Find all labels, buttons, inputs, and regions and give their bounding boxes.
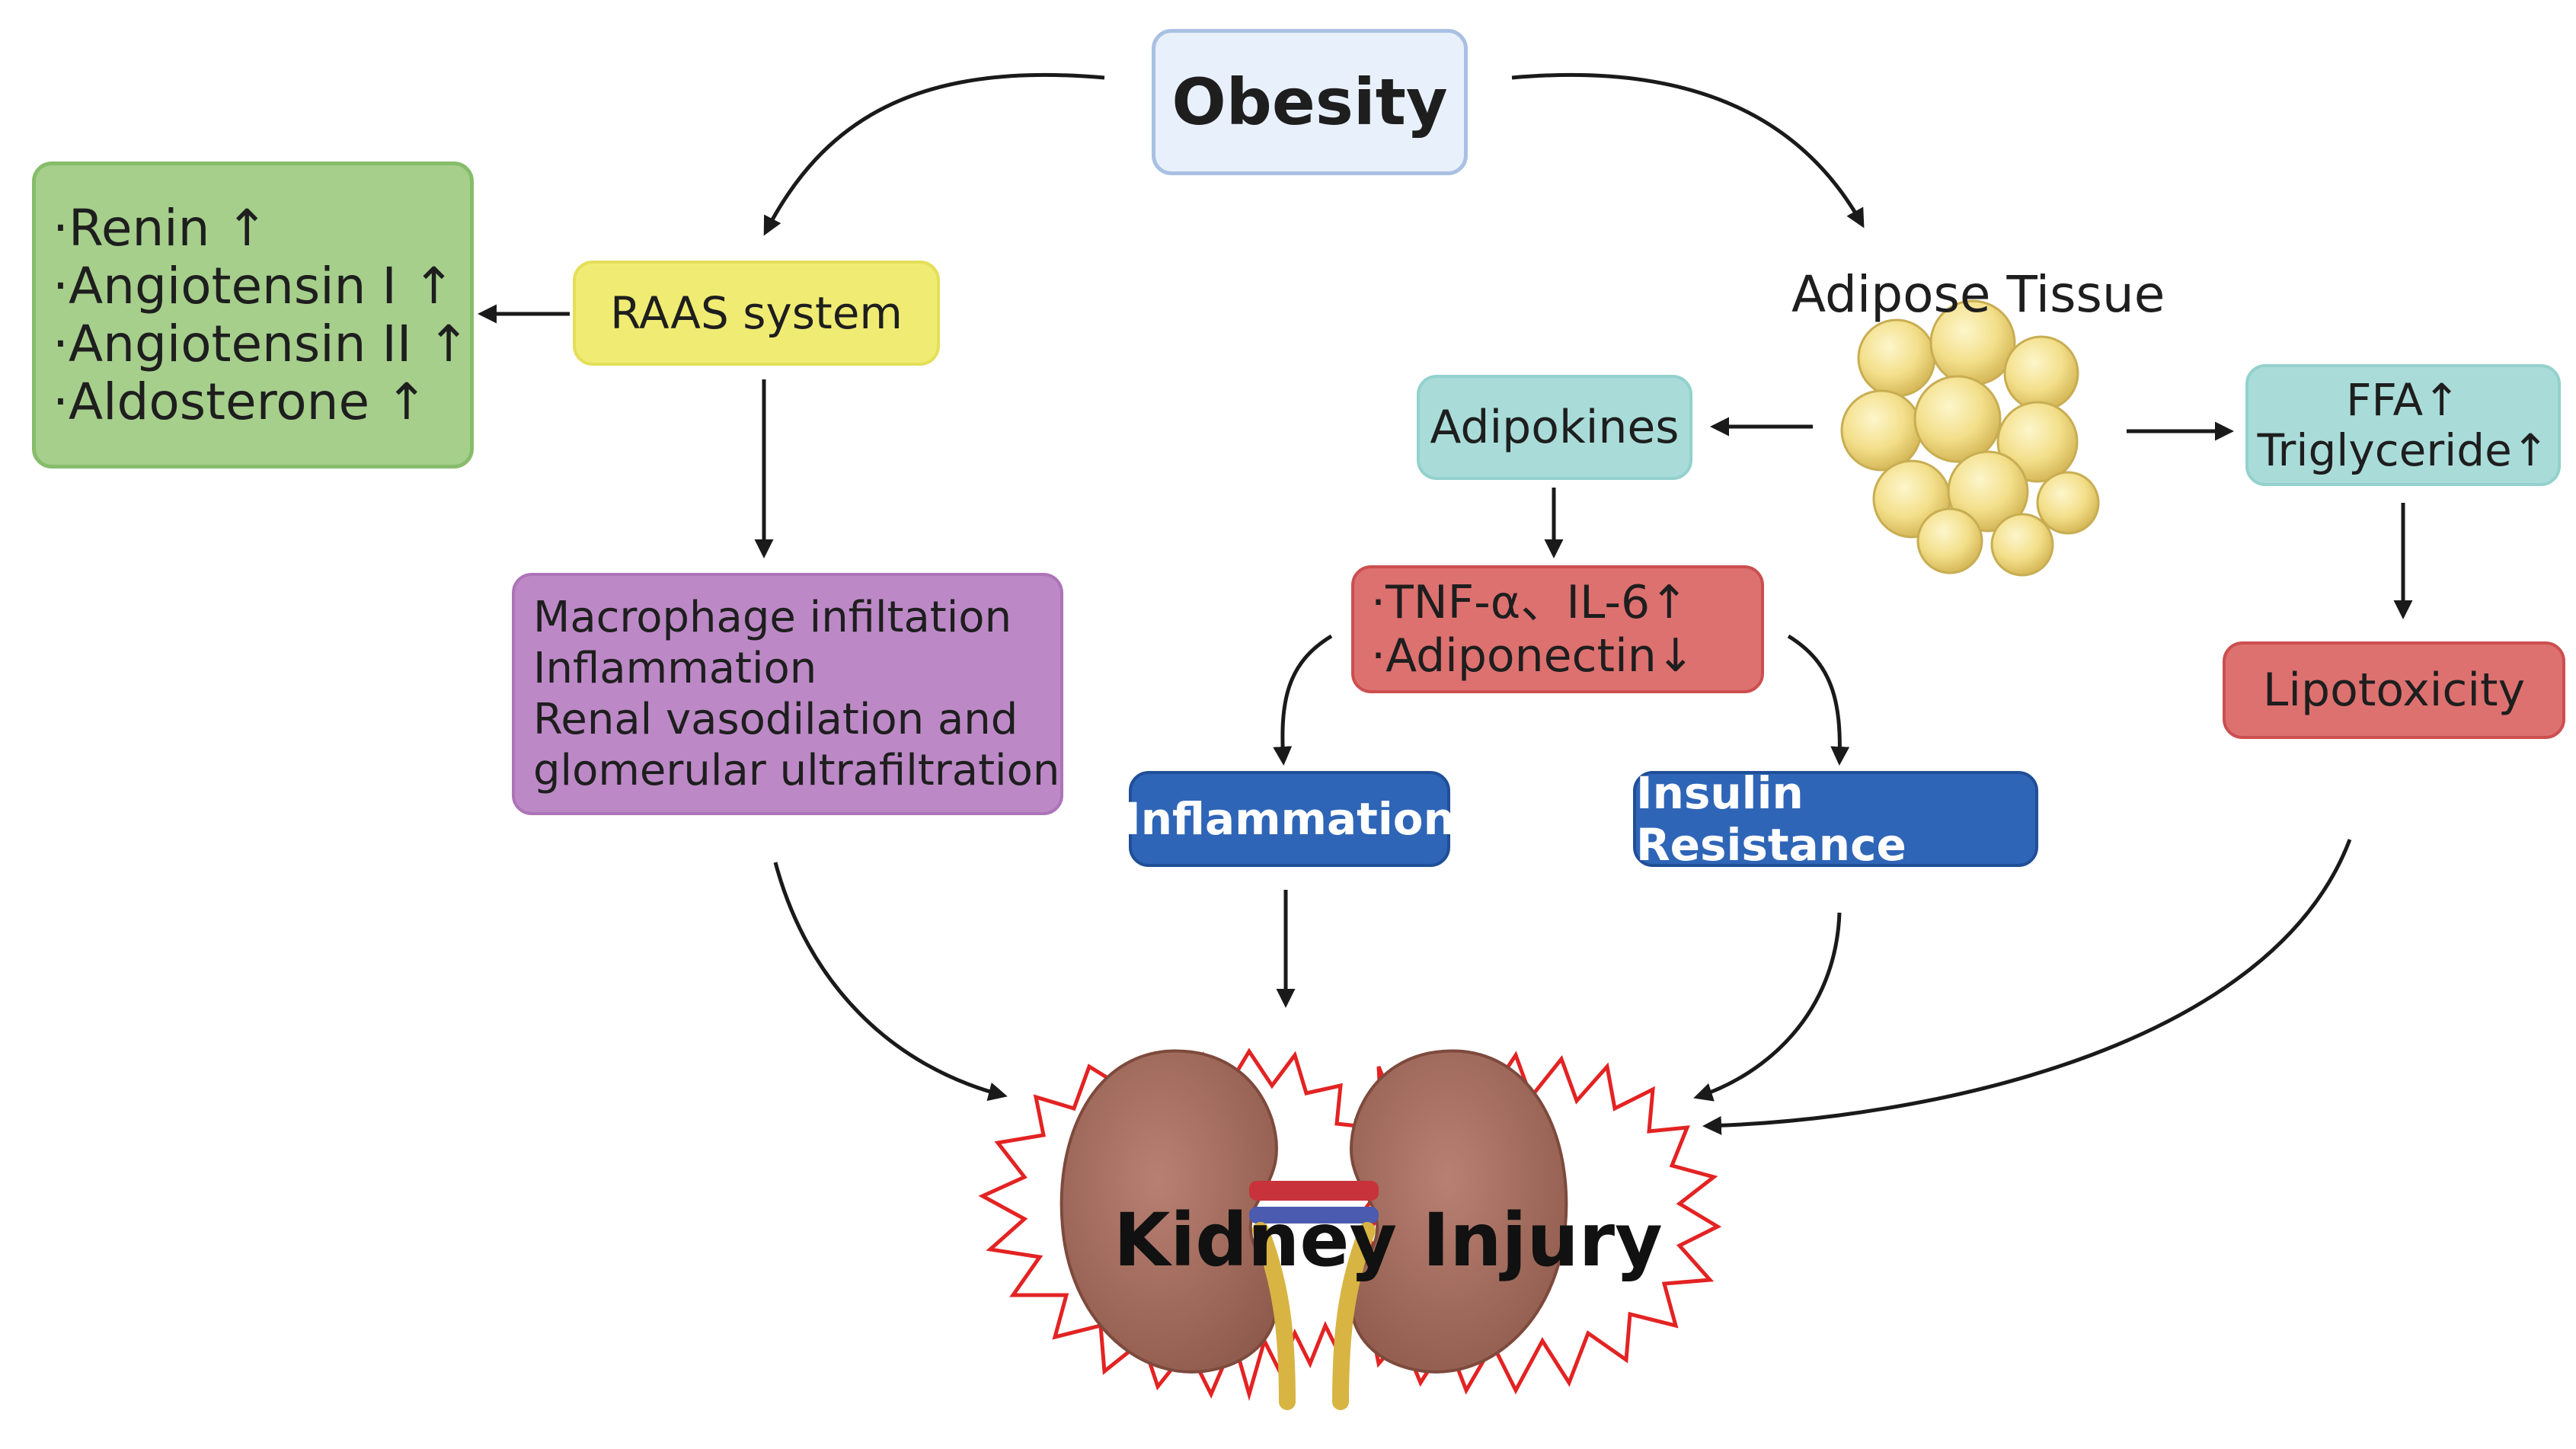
ffa-line: FFA↑ [2346,374,2460,426]
arrow-tnf-insulin [1787,634,1850,766]
macrophage-line-1: Macrophage infiltation [533,593,1012,642]
lipotoxicity-label: Lipotoxicity [2262,664,2526,717]
hormone-angiotensin-ii: ·Angiotensin II ↑ [53,314,470,373]
arrow-macrophage-kidney [773,862,1008,1102]
inflammation-label: Inflammation [1124,793,1455,845]
insulin-resistance-box: Insulin Resistance [1633,767,2038,871]
adipose-cells-icon [1840,299,2100,577]
arrow-obesity-raas [763,72,1105,236]
tnf-box: ·TNF-α、IL-6↑ ·Adiponectin↓ [1351,565,1764,693]
inflammation-box: Inflammation [1124,771,1455,867]
kidneys-icon [1059,1049,1568,1410]
tnf-line: ·TNF-α、IL-6↑ [1371,576,1689,629]
raas-box: RAAS system [573,261,940,366]
adiponectin-line: ·Adiponectin↓ [1371,629,1695,683]
lipotoxicity-box: Lipotoxicity [2223,641,2565,739]
raas-label: RAAS system [610,287,903,339]
insulin-resistance-label: Insulin Resistance [1636,767,1906,871]
adipokines-box: Adipokines [1417,375,1692,480]
arrow-tnf-inflammation [1273,634,1333,766]
ffa-box: FFA↑ Triglyceride↑ [2245,364,2561,486]
obesity-label: Obesity [1171,65,1448,139]
hormone-aldosterone: ·Aldosterone ↑ [53,372,428,431]
arrow-insulin-kidney [1693,912,1842,1102]
kidney-injury-label: Kidney Injury [1114,1198,1663,1283]
macrophage-line-3: Renal vasodilation and [533,695,1018,744]
adipokines-label: Adipokines [1430,401,1680,454]
hormone-angiotensin-i: ·Angiotensin I ↑ [53,256,455,315]
triglyceride-line: Triglyceride↑ [2257,424,2549,476]
arrow-obesity-adipose [1511,72,1865,229]
arrow-lipotoxicity-kidney [1702,839,2352,1135]
obesity-box: Obesity [1152,29,1468,175]
adipose-tissue-label: Adipose Tissue [1791,265,2165,324]
hormones-box: ·Renin ↑ ·Angiotensin I ↑ ·Angiotensin I… [32,162,474,469]
macrophage-line-2: Inflammation [533,644,817,693]
macrophage-line-4: glomerular ultrafiltration [533,746,1060,795]
hormone-renin: ·Renin ↑ [53,198,268,257]
macrophage-box: Macrophage infiltation Inflammation Rena… [512,573,1063,815]
